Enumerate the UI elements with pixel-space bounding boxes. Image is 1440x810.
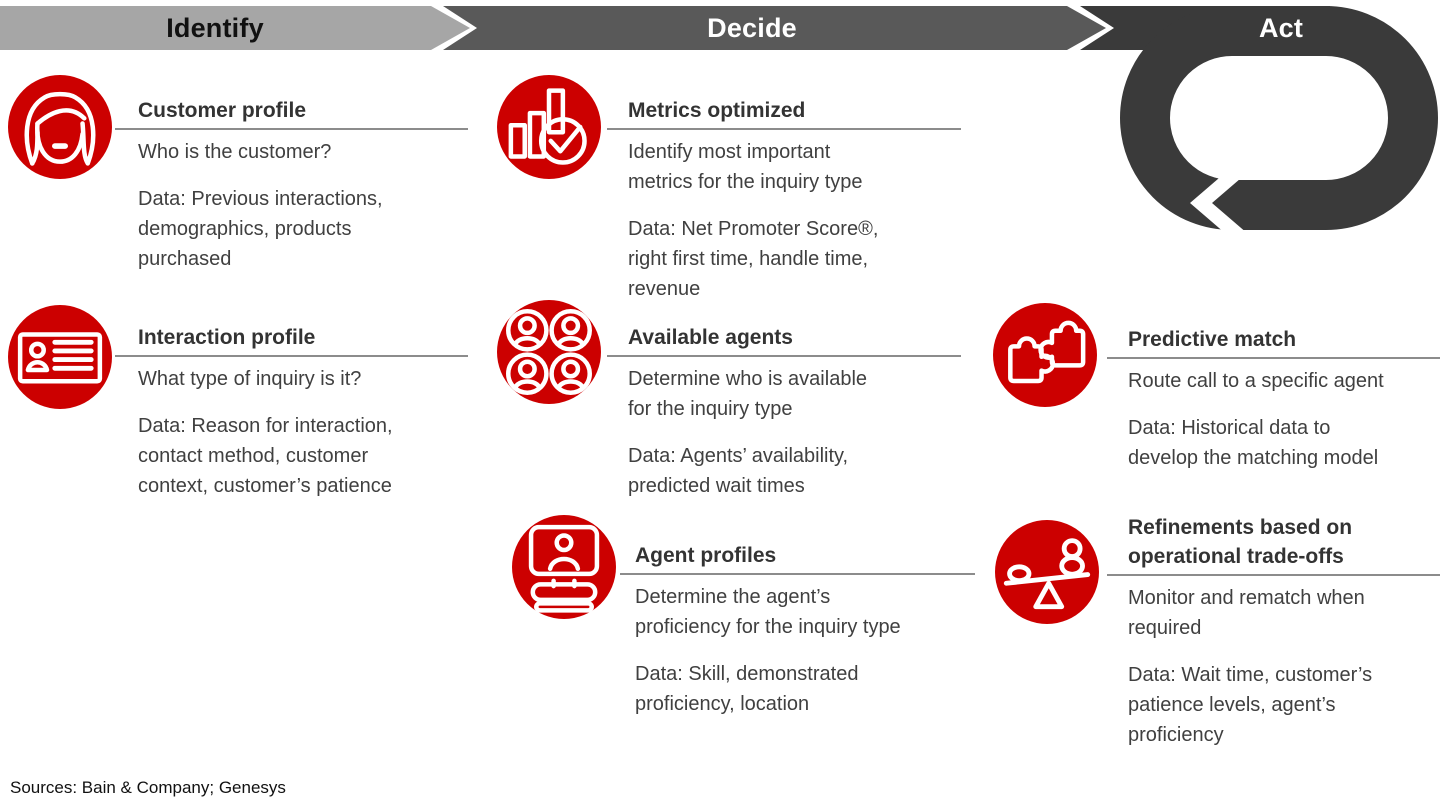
block-data-line: Data: Previous interactions, (138, 188, 383, 210)
stage-label-identify: Identify (166, 13, 264, 43)
block-body-line: required (1128, 617, 1202, 639)
block-data-line: develop the matching model (1128, 447, 1379, 469)
block-data-line: purchased (138, 248, 232, 270)
identify-band (0, 6, 470, 50)
block-data-line: Data: Skill, demonstrated (635, 663, 859, 685)
block-data-line: Data: Historical data to (1128, 417, 1331, 439)
block-data-line: right first time, handle time, (628, 248, 869, 270)
loop-arrow-icon (1120, 6, 1438, 230)
block-title: Predictive match (1128, 328, 1297, 351)
decide-band (443, 6, 1106, 50)
block-body-line: Monitor and rematch when (1128, 587, 1365, 609)
block-body-line: Determine who is available (628, 368, 868, 390)
title-divider (1107, 357, 1440, 359)
title-divider (115, 355, 468, 357)
block-body-line: for the inquiry type (628, 398, 793, 420)
predictive-match-block: Predictive match Route call to a specifi… (1107, 325, 1440, 473)
block-title: Metrics optimized (628, 99, 806, 122)
block-body-line: Determine the agent’s (635, 586, 831, 608)
stage-label-decide: Decide (707, 13, 797, 43)
title-divider (620, 573, 975, 575)
customer-profile-block: Customer profile Who is the customer? Da… (115, 96, 468, 274)
available-agents-block: Available agents Determine who is availa… (607, 323, 961, 501)
block-title: Customer profile (138, 99, 307, 122)
block-body-line: What type of inquiry is it? (138, 368, 362, 390)
block-data-line: contact method, customer (138, 445, 369, 467)
block-data-line: predicted wait times (628, 475, 805, 497)
metrics-optimized-block: Metrics optimized Identify most importan… (607, 96, 961, 304)
stage-banner-graphic (0, 6, 1438, 246)
block-data-line: proficiency, location (635, 693, 810, 715)
stage-label-act: Act (1258, 13, 1304, 43)
block-data-line: patience levels, agent’s (1128, 694, 1336, 716)
block-data-line: Data: Reason for interaction, (138, 415, 393, 437)
block-body-line: Who is the customer? (138, 141, 332, 163)
block-body-line: metrics for the inquiry type (628, 171, 863, 193)
block-body-line: Identify most important (628, 141, 831, 163)
block-title: Refinements based on (1128, 516, 1353, 539)
block-title: Available agents (628, 326, 793, 349)
sources-note: Sources: Bain & Company; Genesys (10, 778, 286, 797)
agent-profiles-block: Agent profiles Determine the agent’s pro… (620, 541, 975, 719)
title-divider (607, 128, 961, 130)
title-divider (607, 355, 961, 357)
title-divider (1107, 574, 1440, 576)
block-data-line: Data: Wait time, customer’s (1128, 664, 1373, 686)
block-title: Agent profiles (635, 544, 777, 567)
block-body-line: proficiency for the inquiry type (635, 616, 901, 638)
agent-screen-icon (512, 515, 616, 619)
title-divider (115, 128, 468, 130)
interaction-profile-block: Interaction profile What type of inquiry… (115, 323, 468, 501)
refinements-block: Refinements based on operational trade-o… (1107, 513, 1440, 750)
bar-chart-check-icon (497, 75, 601, 179)
block-title: operational trade-offs (1128, 545, 1344, 568)
block-data-line: demographics, products (138, 218, 352, 240)
block-title: Interaction profile (138, 326, 316, 349)
agents-group-icon (497, 300, 601, 404)
balance-scale-icon (995, 520, 1099, 624)
block-body-line: Route call to a specific agent (1128, 370, 1384, 392)
block-data-line: proficiency (1128, 724, 1224, 746)
block-data-line: Data: Net Promoter Score®, (628, 218, 879, 240)
woman-face-icon (8, 75, 112, 179)
puzzle-pieces-icon (993, 303, 1097, 407)
block-data-line: revenue (628, 278, 701, 300)
loop-arrow-notch (1190, 160, 1262, 246)
block-data-line: Data: Agents’ availability, (628, 445, 849, 467)
id-card-icon (8, 305, 112, 409)
block-data-line: context, customer’s patience (138, 475, 392, 497)
